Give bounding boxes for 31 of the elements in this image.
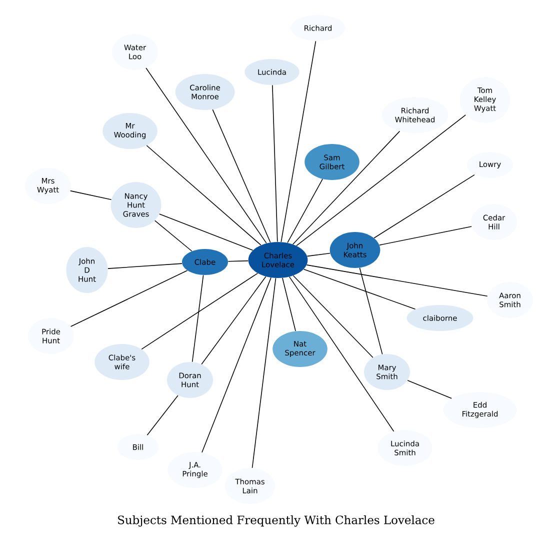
connector-line	[292, 130, 400, 245]
connector-line	[296, 114, 466, 246]
connector-line	[292, 275, 374, 358]
connector-line	[70, 190, 112, 200]
connector-line	[287, 178, 323, 244]
connector-line	[154, 220, 192, 252]
chart-title: Subjects Mentioned Frequently With Charles Lovelace	[118, 515, 434, 527]
connector-line	[359, 267, 383, 355]
connector-line	[202, 277, 272, 453]
connector-line	[141, 272, 258, 350]
connector-line	[252, 278, 276, 468]
connector-line	[303, 268, 416, 310]
connector-line	[146, 145, 262, 246]
connector-line	[108, 263, 182, 269]
connector-line	[374, 174, 475, 238]
connector-line	[146, 68, 267, 244]
connector-line	[228, 260, 249, 262]
connector-line	[280, 40, 316, 242]
connector-line	[282, 278, 296, 332]
connector-line	[407, 380, 452, 399]
connector-line	[201, 276, 266, 365]
connector-line	[306, 264, 488, 296]
connector-line	[288, 276, 394, 432]
connector-line	[272, 84, 278, 242]
connector-line	[146, 395, 178, 436]
connector-line	[192, 274, 204, 362]
connector-line	[70, 270, 188, 327]
connector-line	[306, 252, 330, 257]
connector-line	[159, 214, 254, 251]
connector-line	[212, 109, 271, 243]
connector-line	[379, 226, 472, 246]
